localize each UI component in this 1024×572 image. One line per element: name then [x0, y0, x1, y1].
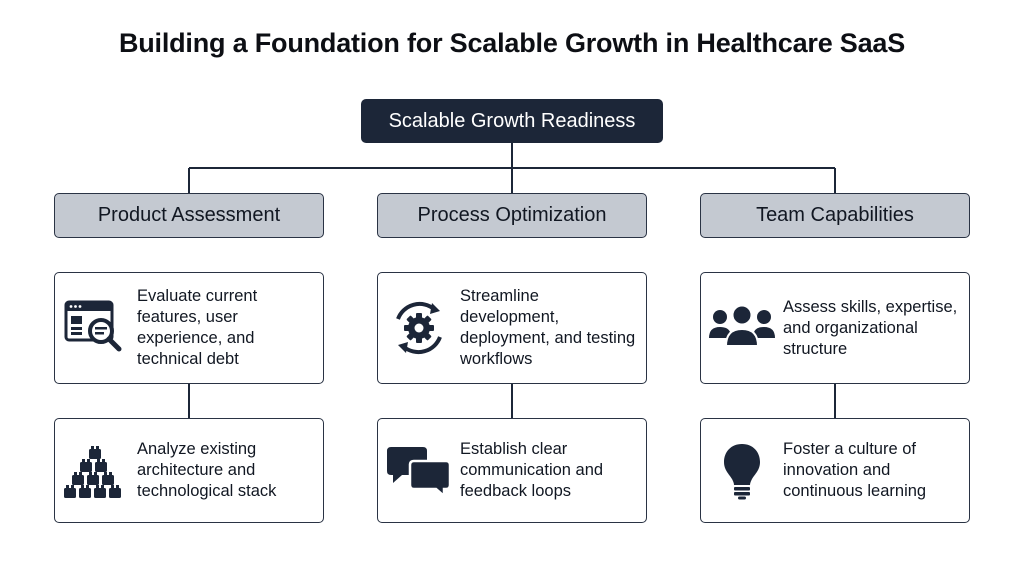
building-blocks-icon	[55, 443, 137, 499]
people-group-icon	[701, 304, 783, 352]
card-text: Foster a culture of innovation and conti…	[783, 440, 927, 500]
category-product-assessment: Product Assessment	[54, 193, 324, 238]
card-foster-innovation: Foster a culture of innovation and conti…	[700, 418, 970, 523]
card-establish-communication: Establish clear communication and feedba…	[377, 418, 647, 523]
chat-bubbles-icon	[378, 443, 460, 499]
card-analyze-architecture: Analyze existing architecture and techno…	[54, 418, 324, 523]
card-streamline-workflows: Streamline development, deployment, and …	[377, 272, 647, 384]
diagram-title: Building a Foundation for Scalable Growt…	[118, 28, 906, 58]
card-evaluate-features: Evaluate current features, user experien…	[54, 272, 324, 384]
category-team-capabilities: Team Capabilities	[700, 193, 970, 238]
card-text: Evaluate current features, user experien…	[137, 287, 258, 368]
browser-search-icon	[55, 299, 137, 357]
root-node: Scalable Growth Readiness	[361, 99, 663, 143]
card-text: Streamline development, deployment, and …	[460, 287, 636, 368]
gear-cycle-icon	[378, 297, 460, 359]
card-text: Assess skills, expertise, and organizati…	[783, 297, 958, 358]
card-assess-skills: Assess skills, expertise, and organizati…	[700, 272, 970, 384]
card-text: Analyze existing architecture and techno…	[137, 440, 277, 500]
lightbulb-icon	[701, 442, 783, 500]
card-text: Establish clear communication and feedba…	[460, 440, 604, 500]
category-process-optimization: Process Optimization	[377, 193, 647, 238]
